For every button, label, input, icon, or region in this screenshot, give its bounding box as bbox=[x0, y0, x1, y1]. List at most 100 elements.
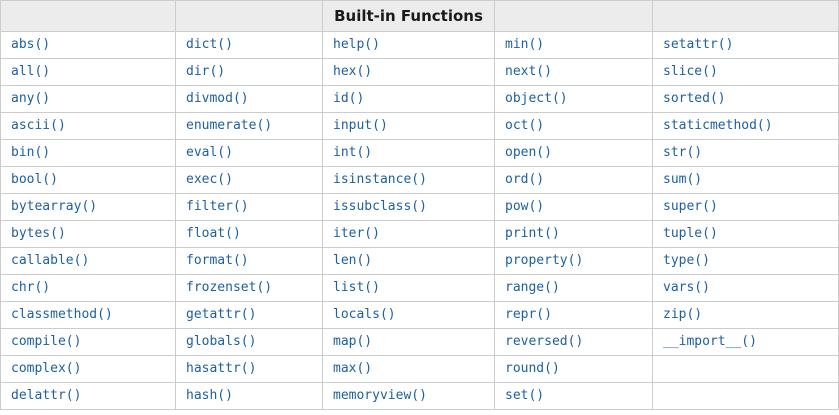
builtin-function-link[interactable]: getattr() bbox=[186, 307, 257, 322]
builtin-function-link[interactable]: zip() bbox=[663, 307, 703, 322]
builtin-function-link[interactable]: map() bbox=[333, 334, 373, 349]
builtin-function-link[interactable]: slice() bbox=[663, 64, 718, 79]
builtin-function-link[interactable]: sum() bbox=[663, 172, 703, 187]
table-cell: help() bbox=[322, 31, 495, 59]
builtin-function-link[interactable]: help() bbox=[333, 37, 380, 52]
builtin-function-link[interactable]: type() bbox=[663, 253, 710, 268]
builtin-function-link[interactable]: globals() bbox=[186, 334, 257, 349]
table-cell: complex() bbox=[0, 355, 176, 383]
builtin-function-link[interactable]: str() bbox=[663, 145, 703, 160]
builtin-function-link[interactable]: super() bbox=[663, 199, 718, 214]
builtin-function-link[interactable]: input() bbox=[333, 118, 388, 133]
builtin-function-link[interactable]: hash() bbox=[186, 388, 233, 403]
table-cell: dict() bbox=[175, 31, 323, 59]
table-cell: bytes() bbox=[0, 220, 176, 248]
builtin-function-link[interactable]: repr() bbox=[505, 307, 552, 322]
builtin-function-link[interactable]: open() bbox=[505, 145, 552, 160]
builtin-function-link[interactable]: classmethod() bbox=[11, 307, 113, 322]
table-row: all() dir() hex() next() slice() bbox=[0, 58, 839, 86]
table-cell: type() bbox=[652, 247, 839, 275]
table-cell: delattr() bbox=[0, 382, 176, 410]
builtin-function-link[interactable]: callable() bbox=[11, 253, 90, 268]
builtin-function-link[interactable]: complex() bbox=[11, 361, 82, 376]
builtin-function-link[interactable]: dict() bbox=[186, 37, 233, 52]
table-cell: format() bbox=[175, 247, 323, 275]
builtin-function-link[interactable]: dir() bbox=[186, 64, 226, 79]
table-cell: super() bbox=[652, 193, 839, 221]
builtin-function-link[interactable]: enumerate() bbox=[186, 118, 273, 133]
builtin-function-link[interactable]: abs() bbox=[11, 37, 51, 52]
table-cell: classmethod() bbox=[0, 301, 176, 329]
builtin-function-link[interactable]: ascii() bbox=[11, 118, 66, 133]
builtin-function-link[interactable]: locals() bbox=[333, 307, 396, 322]
builtin-function-link[interactable]: set() bbox=[505, 388, 545, 403]
table-cell: next() bbox=[494, 58, 653, 86]
table-cell: id() bbox=[322, 85, 495, 113]
builtin-function-link[interactable]: print() bbox=[505, 226, 560, 241]
builtin-function-link[interactable]: compile() bbox=[11, 334, 82, 349]
table-row: compile() globals() map() reversed() __impor… bbox=[0, 328, 839, 356]
builtin-function-link[interactable]: any() bbox=[11, 91, 51, 106]
table-cell: setattr() bbox=[652, 31, 839, 59]
table-cell: hash() bbox=[175, 382, 323, 410]
builtin-function-link[interactable]: chr() bbox=[11, 280, 51, 295]
builtin-function-link[interactable]: round() bbox=[505, 361, 560, 376]
builtin-function-link[interactable]: list() bbox=[333, 280, 380, 295]
builtin-function-link[interactable]: ord() bbox=[505, 172, 545, 187]
builtin-function-link[interactable]: next() bbox=[505, 64, 552, 79]
builtin-function-link[interactable]: setattr() bbox=[663, 37, 734, 52]
table-row: any() divmod() id() object() sorted() bbox=[0, 85, 839, 113]
builtin-function-link[interactable]: pow() bbox=[505, 199, 545, 214]
header-empty-cell bbox=[0, 0, 176, 32]
builtin-function-link[interactable]: oct() bbox=[505, 118, 545, 133]
builtin-function-link[interactable]: bool() bbox=[11, 172, 58, 187]
builtin-function-link[interactable]: tuple() bbox=[663, 226, 718, 241]
header-empty-cell bbox=[175, 0, 323, 32]
builtin-function-link[interactable]: int() bbox=[333, 145, 373, 160]
builtin-function-link[interactable]: __import__() bbox=[663, 334, 757, 349]
builtin-function-link[interactable]: issubclass() bbox=[333, 199, 427, 214]
builtin-function-link[interactable]: memoryview() bbox=[333, 388, 427, 403]
builtin-function-link[interactable]: object() bbox=[505, 91, 568, 106]
builtin-function-link[interactable]: staticmethod() bbox=[663, 118, 773, 133]
table-cell: dir() bbox=[175, 58, 323, 86]
builtin-function-link[interactable]: id() bbox=[333, 91, 365, 106]
builtin-function-link[interactable]: len() bbox=[333, 253, 373, 268]
table-cell: divmod() bbox=[175, 85, 323, 113]
table-cell: ord() bbox=[494, 166, 653, 194]
builtin-function-link[interactable]: hasattr() bbox=[186, 361, 257, 376]
header-empty-cell bbox=[652, 0, 839, 32]
builtin-function-link[interactable]: all() bbox=[11, 64, 51, 79]
builtin-function-link[interactable]: sorted() bbox=[663, 91, 726, 106]
builtin-function-link[interactable]: filter() bbox=[186, 199, 249, 214]
builtin-function-link[interactable]: bytearray() bbox=[11, 199, 98, 214]
builtin-function-link[interactable]: max() bbox=[333, 361, 373, 376]
table-cell: __import__() bbox=[652, 328, 839, 356]
builtin-function-link[interactable]: frozenset() bbox=[186, 280, 273, 295]
builtin-function-link[interactable]: vars() bbox=[663, 280, 710, 295]
builtin-function-link[interactable]: bytes() bbox=[11, 226, 66, 241]
builtin-function-link[interactable]: range() bbox=[505, 280, 560, 295]
builtin-function-link[interactable]: reversed() bbox=[505, 334, 584, 349]
builtin-function-link[interactable]: exec() bbox=[186, 172, 233, 187]
builtin-function-link[interactable]: divmod() bbox=[186, 91, 249, 106]
builtin-function-link[interactable]: hex() bbox=[333, 64, 373, 79]
table-cell: property() bbox=[494, 247, 653, 275]
table-cell: slice() bbox=[652, 58, 839, 86]
builtin-function-link[interactable]: delattr() bbox=[11, 388, 82, 403]
builtin-function-link[interactable]: format() bbox=[186, 253, 249, 268]
table-cell: oct() bbox=[494, 112, 653, 140]
builtin-function-link[interactable]: eval() bbox=[186, 145, 233, 160]
builtin-function-link[interactable]: float() bbox=[186, 226, 241, 241]
table-cell: print() bbox=[494, 220, 653, 248]
builtin-function-link[interactable]: bin() bbox=[11, 145, 51, 160]
table-cell: set() bbox=[494, 382, 653, 410]
builtin-function-link[interactable]: iter() bbox=[333, 226, 380, 241]
builtin-function-link[interactable]: property() bbox=[505, 253, 584, 268]
table-cell: hasattr() bbox=[175, 355, 323, 383]
table-header-row: Built-in Functions bbox=[0, 0, 839, 32]
builtin-function-link[interactable]: min() bbox=[505, 37, 545, 52]
builtin-function-link[interactable]: isinstance() bbox=[333, 172, 427, 187]
table-cell: sum() bbox=[652, 166, 839, 194]
